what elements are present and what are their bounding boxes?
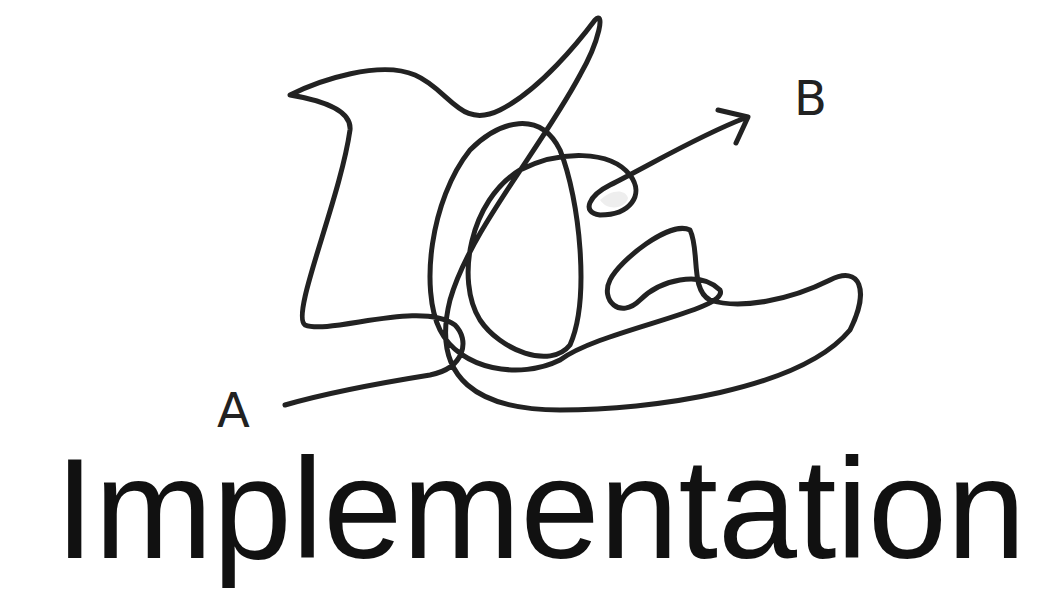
scribble-line [285,18,860,410]
arrow-head [718,110,748,143]
point-letter: B [794,74,827,122]
point-letter: A [217,386,250,434]
heading-text: Implementation [55,438,1026,580]
shading-blob [600,191,628,207]
